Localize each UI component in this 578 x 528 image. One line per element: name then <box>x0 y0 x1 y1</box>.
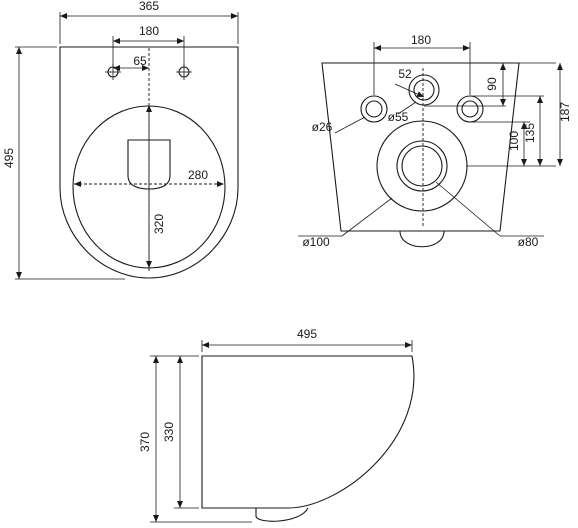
dim-187-label: 187 <box>558 102 572 122</box>
dim-length-label: 495 <box>2 148 16 168</box>
dim-side-length-label: 495 <box>297 327 317 341</box>
inlet-dia-label: ø55 <box>388 110 409 124</box>
outlet-outer-dia-label: ø100 <box>302 235 330 249</box>
dim-seat-width-label: 280 <box>188 168 208 182</box>
leader-outlet-outer-dia <box>341 197 393 237</box>
water-inlet <box>408 74 440 106</box>
bolt-hole-right <box>456 95 484 123</box>
side-view-foot <box>255 507 309 522</box>
leader-inlet-dia <box>397 101 417 115</box>
dim-width-label: 365 <box>139 0 159 13</box>
dim-100-label: 100 <box>507 131 521 151</box>
dim-hole-spacing-label: 180 <box>139 24 159 38</box>
dim-135-label: 135 <box>523 123 537 143</box>
outlet-inner-dia-label: ø80 <box>518 235 539 249</box>
side-view-outline <box>201 355 415 509</box>
mounting-hole-left <box>105 64 121 80</box>
bolt-dia-label: ø26 <box>312 120 333 134</box>
rear-view: 180 52 90 100 135 187 ø26 ø55 ø100 <box>298 33 572 249</box>
leader-bolt-dia <box>334 116 366 134</box>
rear-view-outline <box>321 62 520 232</box>
side-view: 495 330 370 <box>138 327 415 523</box>
dim-inlet-offset-label: 52 <box>398 67 412 81</box>
top-view: 365 180 65 495 280 320 <box>2 0 239 280</box>
dim-90-label: 90 <box>485 77 499 91</box>
dim-total-height-label: 370 <box>138 432 152 452</box>
dim-hole-offset-label: 65 <box>133 54 147 68</box>
rear-view-foot <box>399 230 445 248</box>
dim-body-height-label: 330 <box>162 422 176 442</box>
bolt-hole-left <box>360 95 388 123</box>
leader-outlet-inner-dia <box>435 181 501 237</box>
dim-bolt-spacing-label: 180 <box>411 33 431 47</box>
dim-line-inlet-offset <box>394 83 425 98</box>
dim-seat-depth-label: 320 <box>152 214 166 234</box>
top-view-outline <box>59 46 239 279</box>
mounting-hole-right <box>176 64 192 80</box>
waste-outlet <box>376 120 468 212</box>
